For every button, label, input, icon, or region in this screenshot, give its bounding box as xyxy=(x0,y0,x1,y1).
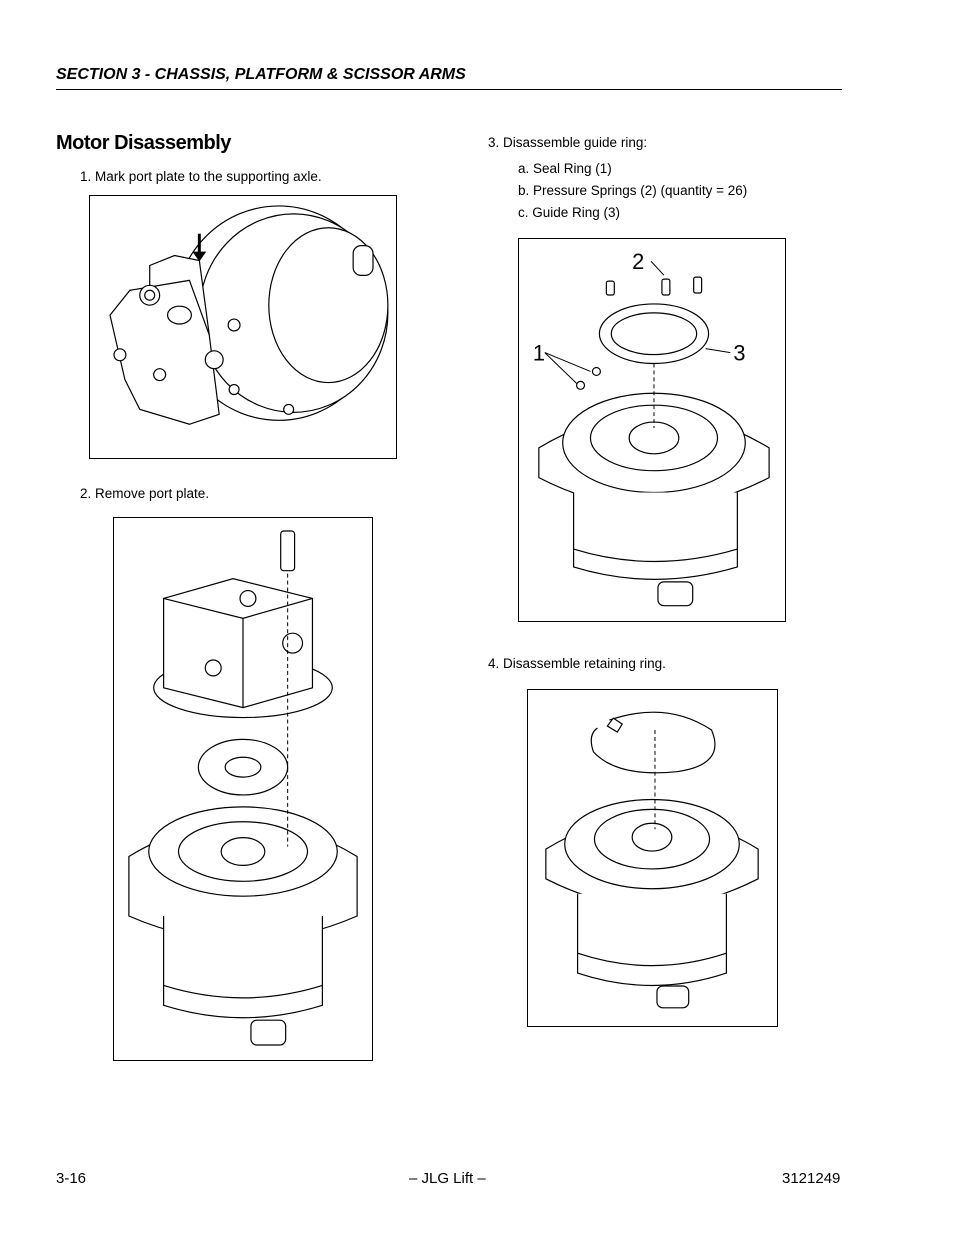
step-3b-text: b. Pressure Springs (2) (quantity = 26) xyxy=(518,183,748,198)
figure-retaining-ring xyxy=(527,689,778,1027)
step-1-text: 1. Mark port plate to the supporting axl… xyxy=(80,169,322,184)
page-title: Motor Disassembly xyxy=(56,132,231,154)
arrow-down-icon xyxy=(192,251,207,262)
guide-ring-exploded-illustration: 2 1 3 xyxy=(533,249,770,607)
step-3a-text: a. Seal Ring (1) xyxy=(518,161,612,176)
step-4-text: 4. Disassemble retaining ring. xyxy=(488,656,666,671)
callout-1: 1 xyxy=(533,341,545,366)
callout-3: 3 xyxy=(733,341,745,366)
page-number: 3-16 xyxy=(56,1170,87,1187)
callout-2: 2 xyxy=(632,249,644,274)
figure-mark-port-plate xyxy=(89,195,397,459)
port-plate-exploded-illustration xyxy=(128,530,358,1046)
footer-brand: – JLG Lift – xyxy=(409,1170,486,1187)
step-2-text: 2. Remove port plate. xyxy=(80,486,210,501)
step-3-text: 3. Disassemble guide ring: xyxy=(488,135,648,150)
retaining-ring-exploded-illustration xyxy=(545,711,759,1009)
header-divider xyxy=(56,89,842,90)
figure-guide-ring: 2 1 3 xyxy=(518,238,786,622)
motor-assembly-illustration xyxy=(109,205,389,425)
document-number: 3121249 xyxy=(782,1170,841,1187)
figure-remove-port-plate xyxy=(113,517,373,1061)
step-3c-text: c. Guide Ring (3) xyxy=(518,205,621,220)
section-header: SECTION 3 - CHASSIS, PLATFORM & SCISSOR … xyxy=(56,66,466,83)
